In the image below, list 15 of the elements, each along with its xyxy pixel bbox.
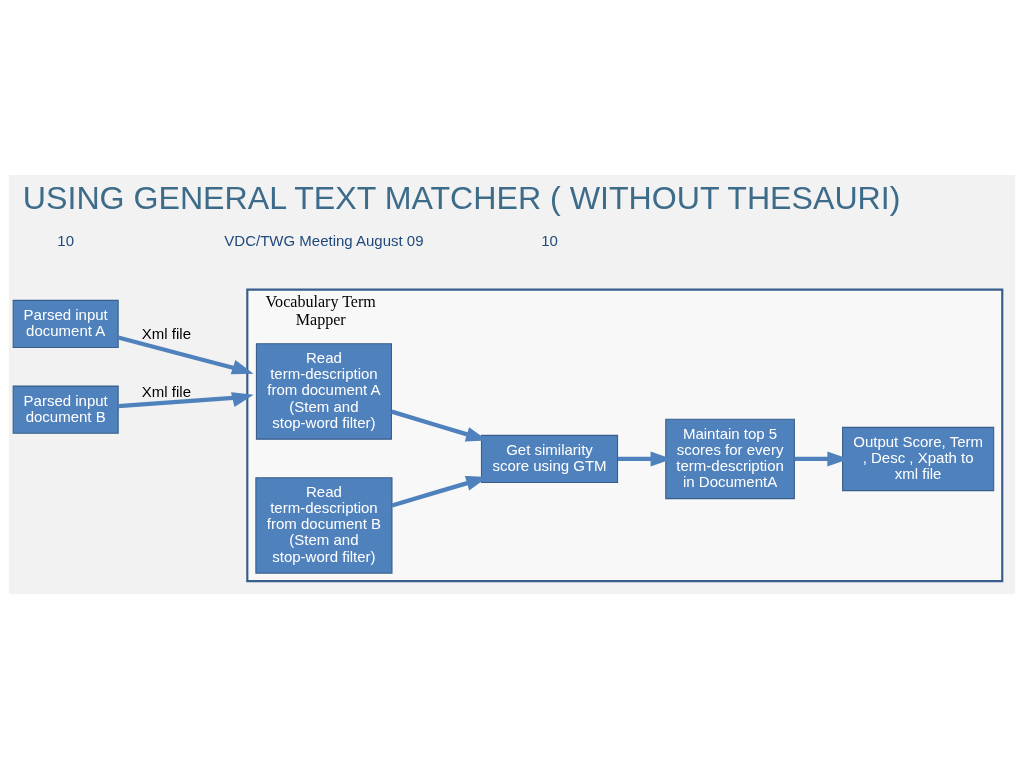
node-box: Maintain top 5 scores for every term-description in DocumentA xyxy=(665,418,795,499)
node-box: Parsed input document A xyxy=(12,299,119,348)
arrow xyxy=(117,334,254,374)
label: 10 xyxy=(57,231,75,249)
arrow xyxy=(118,391,254,408)
node-box: Read term-description from document B (Stem and stop-word filter) xyxy=(255,476,393,574)
diagram-title: USING GENERAL TEXT MATCHER ( WITHOUT THESAURI) xyxy=(22,179,901,216)
node-box: Parsed input document B xyxy=(12,385,119,434)
label: 10 xyxy=(541,231,558,249)
label: VDC/TWG Meeting August 09 xyxy=(224,231,424,249)
edge-label: Xml file xyxy=(141,324,191,342)
node-box: Get similarity score using GTM xyxy=(480,434,619,483)
node-box: Read term-description from document A (Stem and stop-word filter) xyxy=(255,342,392,440)
node-box: Output Score, Term , Desc , Xpath to xml file xyxy=(842,426,995,491)
edge-label: Xml file xyxy=(141,382,191,400)
